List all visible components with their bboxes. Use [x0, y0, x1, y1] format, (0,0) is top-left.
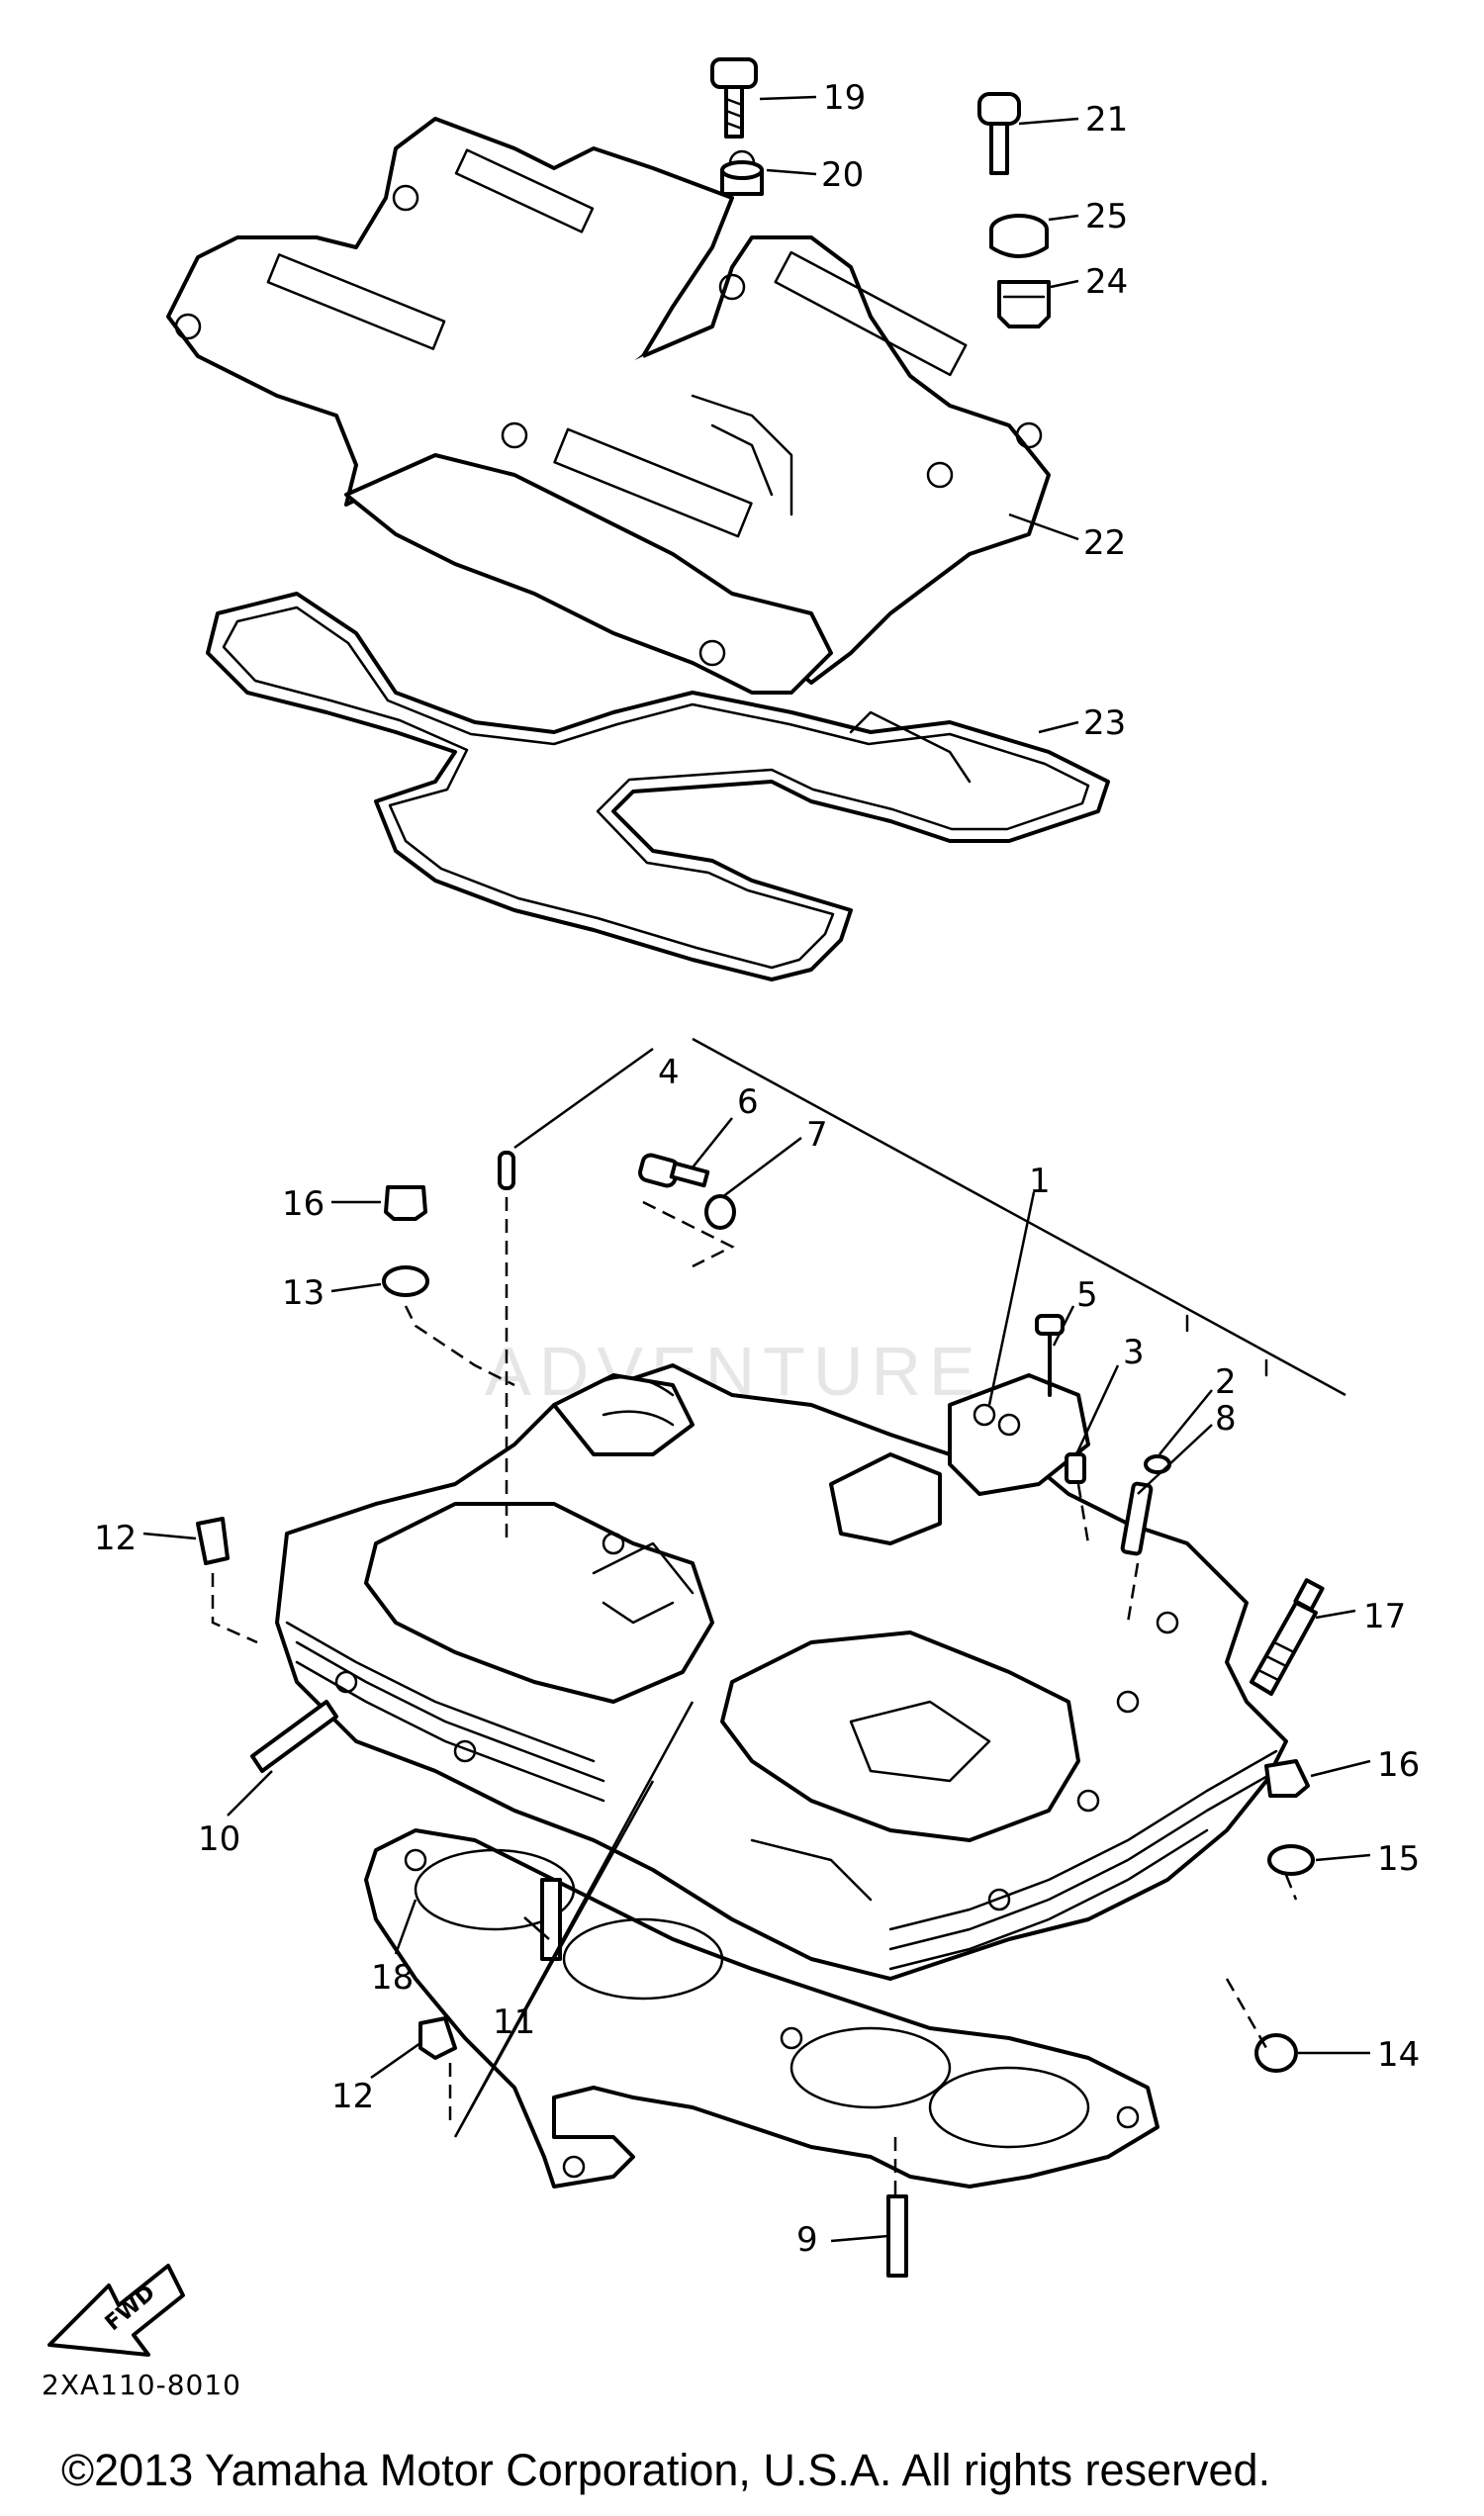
washer-13: [382, 1265, 429, 1297]
valve-guide-8: [1120, 1481, 1154, 1556]
cylinder-head-assembly: [275, 1037, 1346, 1981]
callout-11: 11: [493, 2003, 535, 2042]
plug-24: [997, 280, 1051, 328]
cam-cap-1: [948, 1373, 1090, 1496]
callout-15: 15: [1377, 1839, 1420, 1879]
bolt-5: [1035, 1314, 1065, 1397]
callout-22: 20: [821, 155, 864, 195]
callout-9: 9: [796, 2220, 818, 2260]
callout-20: 23: [1083, 703, 1126, 743]
callout-21: 19: [823, 78, 866, 118]
callout-8: 8: [1215, 1399, 1237, 1439]
cover-bolt-21: [710, 57, 758, 139]
callout-14: 14: [1377, 2035, 1420, 2075]
diagram-code: 2XA110-8010: [42, 2369, 241, 2401]
cylinder-head-cover: [166, 117, 1051, 695]
stud-bolt-10: [250, 1700, 338, 1773]
damper-22: [720, 160, 764, 196]
callout-2: 2: [1215, 1362, 1237, 1402]
callout-7: 7: [806, 1115, 828, 1155]
callout-1: 1: [1029, 1162, 1051, 1201]
stud-bolt-11: [540, 1878, 562, 1961]
callout-12-bottom: 12: [331, 2077, 374, 2116]
callout-18: 18: [371, 1958, 414, 1998]
spark-plug-17: [1250, 1578, 1325, 1696]
callout-16-left: 16: [282, 1184, 325, 1224]
washer-7: [704, 1194, 736, 1230]
callout-4: 4: [658, 1053, 680, 1092]
cap-16-left: [384, 1185, 427, 1221]
forward-arrow: FWD: [47, 2264, 185, 2357]
washer-15: [1267, 1844, 1315, 1876]
callout-10: 10: [198, 1819, 240, 1859]
callout-16-right: 16: [1377, 1745, 1420, 1785]
callout-leaders: [142, 95, 1371, 2243]
callout-25: 25: [1085, 197, 1128, 236]
plug-14: [1254, 2033, 1298, 2073]
callout-labels: 19 20 21 25 24 22 23 4 6 7 1 5 3 2 8 16 …: [94, 78, 1420, 2260]
dowel-pin-3: [1065, 1452, 1086, 1484]
washer-25: [989, 214, 1049, 258]
screw-6: [638, 1153, 710, 1188]
callout-23: 21: [1085, 100, 1128, 140]
plug-12-bottom: [418, 2016, 457, 2060]
plug-12-left: [196, 1517, 230, 1565]
callout-13: 13: [282, 1273, 325, 1313]
callout-19: 22: [1083, 523, 1126, 563]
callout-12-left: 12: [94, 1519, 137, 1558]
plug-bolt-23: [977, 92, 1021, 175]
callout-6: 6: [737, 1082, 759, 1122]
cylinder-head-cover-gasket: [206, 592, 1110, 981]
cap-16-right: [1264, 1759, 1310, 1798]
callout-24: 24: [1085, 262, 1128, 302]
callout-17: 17: [1363, 1597, 1406, 1636]
stud-bolt-9: [886, 2194, 908, 2278]
clip-2: [1144, 1454, 1171, 1474]
cylinder-head-gasket: [364, 1828, 1159, 2189]
copyright-notice: ©2013 Yamaha Motor Corporation, U.S.A. A…: [61, 2445, 1270, 2495]
dowel-4: [498, 1151, 515, 1190]
callout-3: 3: [1123, 1333, 1145, 1372]
callout-5: 5: [1076, 1275, 1098, 1315]
